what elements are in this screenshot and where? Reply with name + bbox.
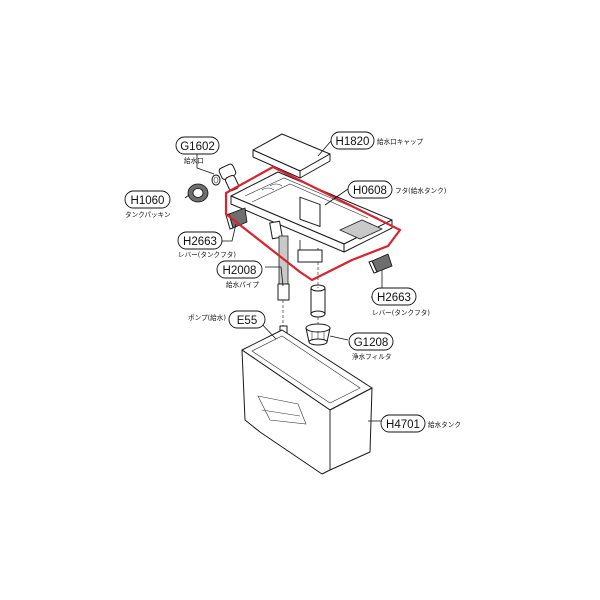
lever-left-drawing xyxy=(225,207,248,230)
callout-pump: E55 ポンプ(給水) xyxy=(188,310,266,329)
callout-filter: G1208 浄水フィルタ xyxy=(348,332,394,361)
part-desc: 給水パイプ xyxy=(226,280,259,289)
callout-lever-left: H2663 レバー(タンクフタ) xyxy=(177,231,236,259)
callout-lever-right: H2663 レバー(タンクフタ) xyxy=(371,287,430,317)
callout-tank-packing: H1060 タンクパッキン xyxy=(124,190,171,219)
filter-drawing xyxy=(305,262,331,346)
callout-fill-port: G1602 給水口 xyxy=(175,136,220,165)
part-desc: ポンプ(給水) xyxy=(188,313,226,322)
callout-tank-lid: H0608 フタ(給水タンク) xyxy=(347,180,446,199)
callout-fill-cap: H1820 給水口キャップ xyxy=(330,131,424,150)
part-code: H1060 xyxy=(131,195,165,207)
part-desc: 給水タンク xyxy=(428,420,461,429)
part-code: H1820 xyxy=(336,136,370,148)
part-code: G1602 xyxy=(180,141,215,153)
fill-port-drawing xyxy=(211,163,240,191)
tank-lid-drawing xyxy=(230,171,393,263)
part-code: G1208 xyxy=(354,337,389,349)
callout-water-tank: H4701 給水タンク xyxy=(380,414,461,433)
lever-right-drawing xyxy=(368,253,393,274)
part-code: H4701 xyxy=(386,419,420,431)
fill-cap-drawing xyxy=(252,133,331,179)
part-code: H2663 xyxy=(377,292,411,304)
part-desc: フタ(給水タンク) xyxy=(395,186,446,195)
part-desc: レバー(タンクフタ) xyxy=(372,308,430,317)
part-code: H2008 xyxy=(223,265,257,277)
part-desc: 給水口 xyxy=(184,156,204,165)
tank-packing-drawing xyxy=(187,183,209,203)
part-code: H2663 xyxy=(183,236,217,248)
part-code: E55 xyxy=(237,315,257,327)
part-desc: レバー(タンクフタ) xyxy=(178,250,236,259)
part-code: H0608 xyxy=(353,185,387,197)
highlight-outline xyxy=(224,165,402,282)
supply-pipe-drawing xyxy=(269,220,290,330)
callout-supply-pipe: H2008 給水パイプ xyxy=(216,260,263,289)
part-desc: タンクパッキン xyxy=(125,210,171,219)
water-tank-drawing xyxy=(241,329,373,475)
part-desc: 給水口キャップ xyxy=(377,137,424,146)
part-desc: 浄水フィルタ xyxy=(352,352,391,361)
